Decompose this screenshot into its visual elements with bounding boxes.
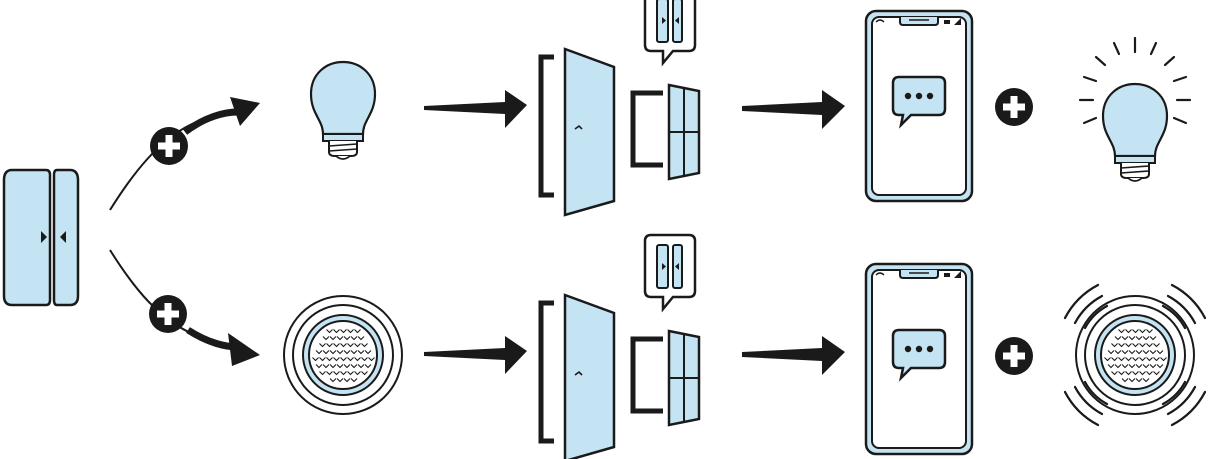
siren-speaker-icon — [283, 295, 403, 415]
plus-circle-icon — [150, 127, 188, 165]
smartphone-message-icon — [864, 9, 974, 203]
door-window-contact-sensor-icon — [2, 168, 80, 307]
arrow-icon — [424, 336, 527, 374]
arrow-icon — [424, 90, 527, 128]
door-and-window-open-icon — [541, 0, 699, 215]
arrow-icon — [742, 90, 845, 129]
door-and-window-open-icon — [541, 235, 699, 459]
smartphone-message-icon — [864, 262, 974, 456]
plus-circle-icon — [995, 88, 1033, 126]
plus-circle-icon — [149, 295, 187, 333]
light-bulb-on-icon — [1078, 36, 1192, 183]
arrow-icon — [742, 336, 845, 375]
light-bulb-icon — [309, 60, 377, 161]
plus-circle-icon — [995, 337, 1033, 375]
branch-arrow-top — [182, 108, 239, 135]
siren-sounding-icon — [1063, 283, 1207, 427]
